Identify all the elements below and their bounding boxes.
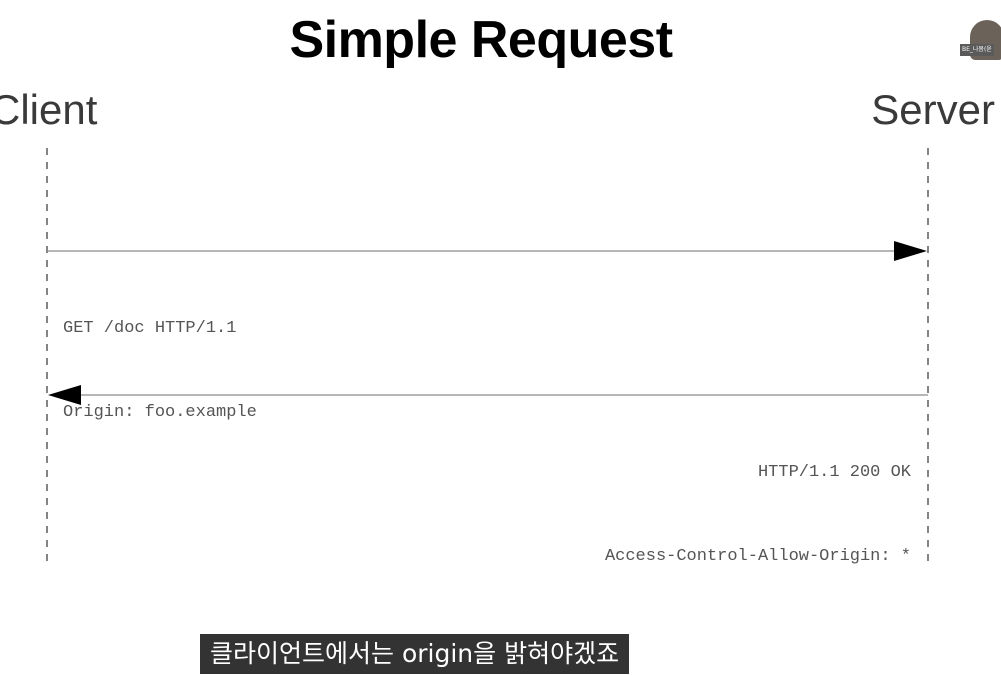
response-line-1: HTTP/1.1 200 OK: [757, 463, 911, 482]
request-line-2: Origin: foo.example: [63, 403, 257, 422]
request-message: GET /doc HTTP/1.1 Origin: foo.example: [63, 259, 257, 483]
client-lane-label: Client: [0, 86, 98, 133]
request-line-1: GET /doc HTTP/1.1: [63, 319, 237, 338]
request-arrowhead: [894, 241, 927, 261]
response-message: HTTP/1.1 200 OK Access-Control-Allow-Ori…: [605, 403, 911, 627]
slide-title: Simple Request: [289, 11, 673, 69]
presenter-video-thumbnail: BE_나봄(윤: [960, 14, 1001, 60]
presenter-name-tag: BE_나봄(윤: [960, 44, 994, 56]
server-lane-label: Server: [871, 86, 995, 133]
response-arrowhead: [48, 385, 81, 405]
subtitle-caption: 클라이언트에서는 origin을 밝혀야겠죠: [200, 634, 630, 674]
response-line-2: Access-Control-Allow-Origin: *: [604, 547, 911, 566]
